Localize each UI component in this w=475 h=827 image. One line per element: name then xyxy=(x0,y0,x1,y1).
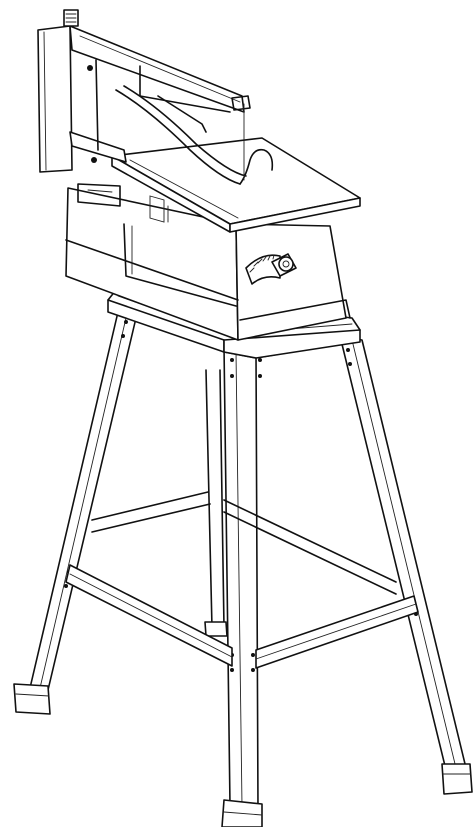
front-right-leg xyxy=(224,346,262,810)
tension-knob-icon xyxy=(64,10,78,26)
rear-left-leg xyxy=(205,370,227,636)
front-left-leg xyxy=(30,312,136,690)
stand-legs xyxy=(14,312,472,827)
rear-right-leg xyxy=(340,336,466,770)
